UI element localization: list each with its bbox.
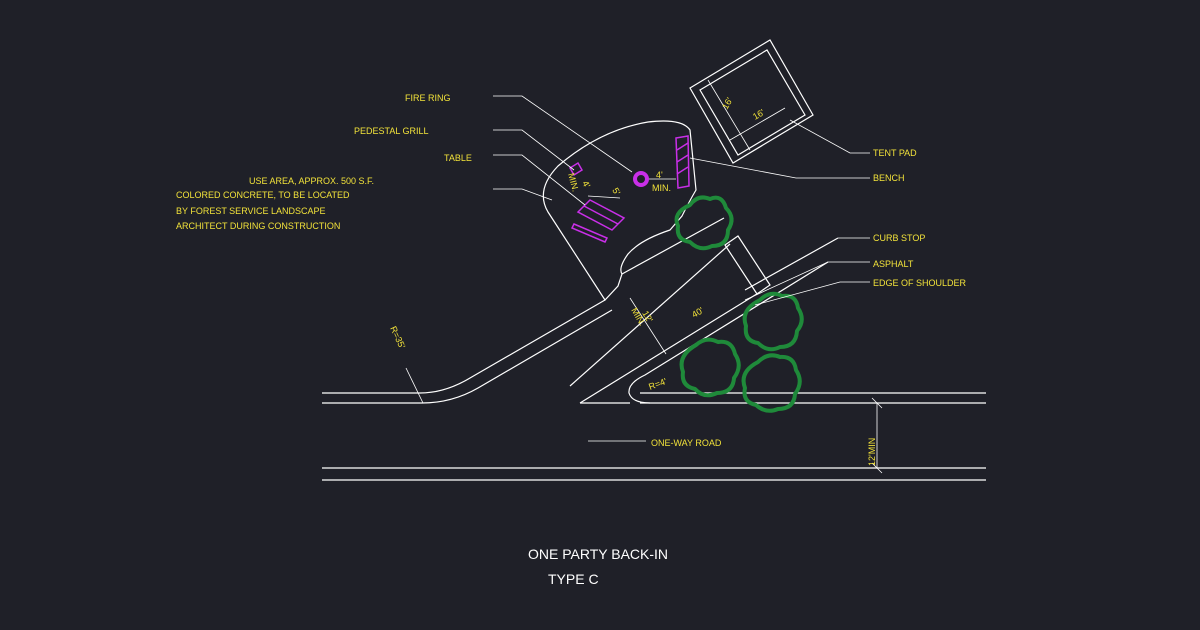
note-line-1: USE AREA, APPROX. 500 S.F.: [249, 176, 374, 186]
dim-spur-min: MIN.: [629, 306, 647, 327]
label-table: TABLE: [444, 153, 472, 163]
label-curb-stop: CURB STOP: [873, 233, 925, 243]
dim-bench-offset: 4': [656, 170, 663, 180]
pedestal-grill: [568, 161, 584, 177]
use-area-note: USE AREA, APPROX. 500 S.F. COLORED CONCR…: [176, 176, 374, 231]
leader-lines: [405, 95, 870, 442]
parking-spur: [569, 217, 761, 404]
label-one-way-road: ONE-WAY ROAD: [651, 438, 722, 448]
road-width-dimension: [871, 397, 883, 474]
note-line-3: BY FOREST SERVICE LANDSCAPE: [176, 206, 326, 216]
dim-radius-4: R=4': [647, 376, 668, 392]
dim-tent-height: 16': [751, 107, 766, 122]
dim-spur-40: 40': [690, 305, 705, 320]
tree-3: [679, 337, 741, 398]
fire-ring: [633, 171, 676, 187]
dim-table-min: MIN.: [566, 172, 581, 193]
label-edge-of-shoulder: EDGE OF SHOULDER: [873, 278, 967, 288]
drawing-title-line-2: TYPE C: [548, 571, 599, 587]
curb-stop: [724, 235, 839, 295]
dim-road-12min: 12'MIN: [867, 438, 877, 466]
label-tent-pad: TENT PAD: [873, 148, 917, 158]
dim-tent-width: 16': [720, 96, 735, 111]
tree-2: [742, 291, 804, 352]
note-line-2: COLORED CONCRETE, TO BE LOCATED: [176, 190, 350, 200]
dim-table-5: 5': [610, 186, 622, 197]
label-asphalt: ASPHALT: [873, 259, 914, 269]
use-area-pad: [542, 120, 697, 301]
tree-1: [674, 195, 734, 251]
tent-pad: [689, 39, 814, 164]
tree-4: [741, 353, 802, 413]
label-fire-ring: FIRE RING: [405, 93, 451, 103]
dim-table-4: 4': [580, 179, 592, 190]
drawing-title-line-1: ONE PARTY BACK-IN: [528, 546, 668, 562]
picnic-table: [570, 195, 626, 243]
dim-radius-35: R=35': [388, 325, 407, 351]
note-line-4: ARCHITECT DURING CONSTRUCTION: [176, 221, 340, 231]
label-bench: BENCH: [873, 173, 905, 183]
bench: [675, 135, 690, 189]
dim-bench-min: MIN.: [652, 183, 671, 193]
label-pedestal-grill: PEDESTAL GRILL: [354, 126, 429, 136]
